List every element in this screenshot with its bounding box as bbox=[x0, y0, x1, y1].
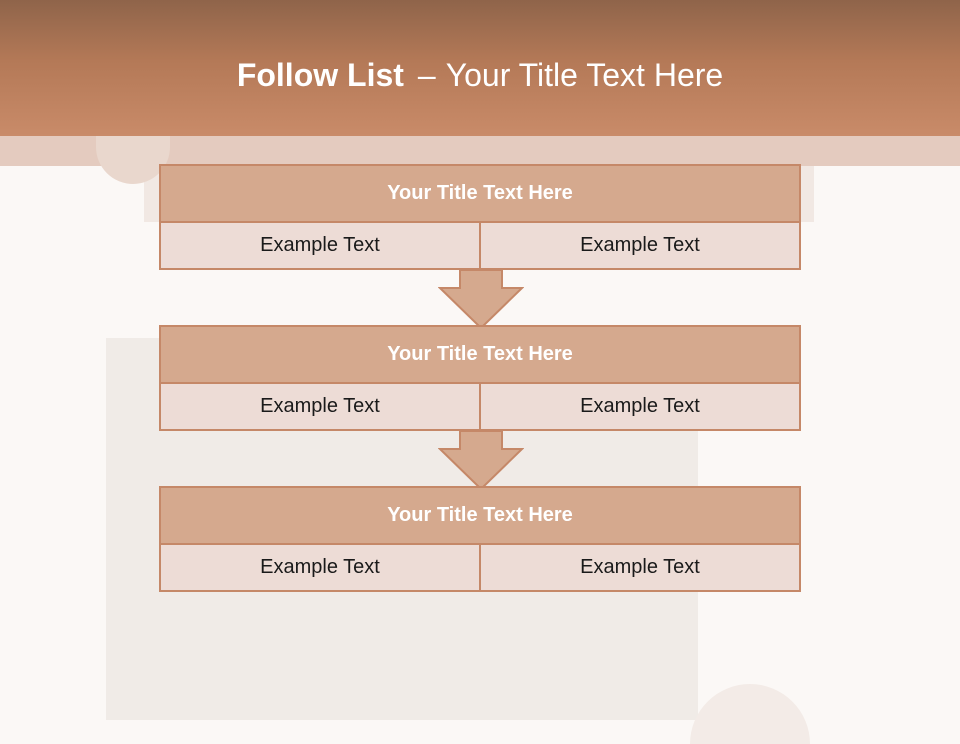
slide-title: Follow List–Your Title Text Here bbox=[0, 55, 960, 95]
title-rest: Your Title Text Here bbox=[445, 57, 724, 93]
down-arrow-icon bbox=[438, 431, 524, 491]
list-block-1: Your Title Text Here Example Text Exampl… bbox=[159, 164, 801, 270]
block-cell-left: Example Text bbox=[161, 545, 479, 590]
block-cell-left: Example Text bbox=[161, 384, 479, 429]
block-title: Your Title Text Here bbox=[161, 488, 799, 543]
title-dash: – bbox=[417, 57, 436, 93]
list-block-2: Your Title Text Here Example Text Exampl… bbox=[159, 325, 801, 431]
block-cell-right: Example Text bbox=[481, 545, 799, 590]
block-title: Your Title Text Here bbox=[161, 327, 799, 382]
block-cell-right: Example Text bbox=[481, 384, 799, 429]
list-block-3: Your Title Text Here Example Text Exampl… bbox=[159, 486, 801, 592]
block-cell-left: Example Text bbox=[161, 223, 479, 268]
block-cell-right: Example Text bbox=[481, 223, 799, 268]
background-hand-right bbox=[690, 684, 810, 744]
title-bold: Follow List bbox=[236, 57, 404, 93]
down-arrow-icon bbox=[438, 270, 524, 330]
block-title: Your Title Text Here bbox=[161, 166, 799, 221]
header-bar: Follow List–Your Title Text Here bbox=[0, 0, 960, 136]
